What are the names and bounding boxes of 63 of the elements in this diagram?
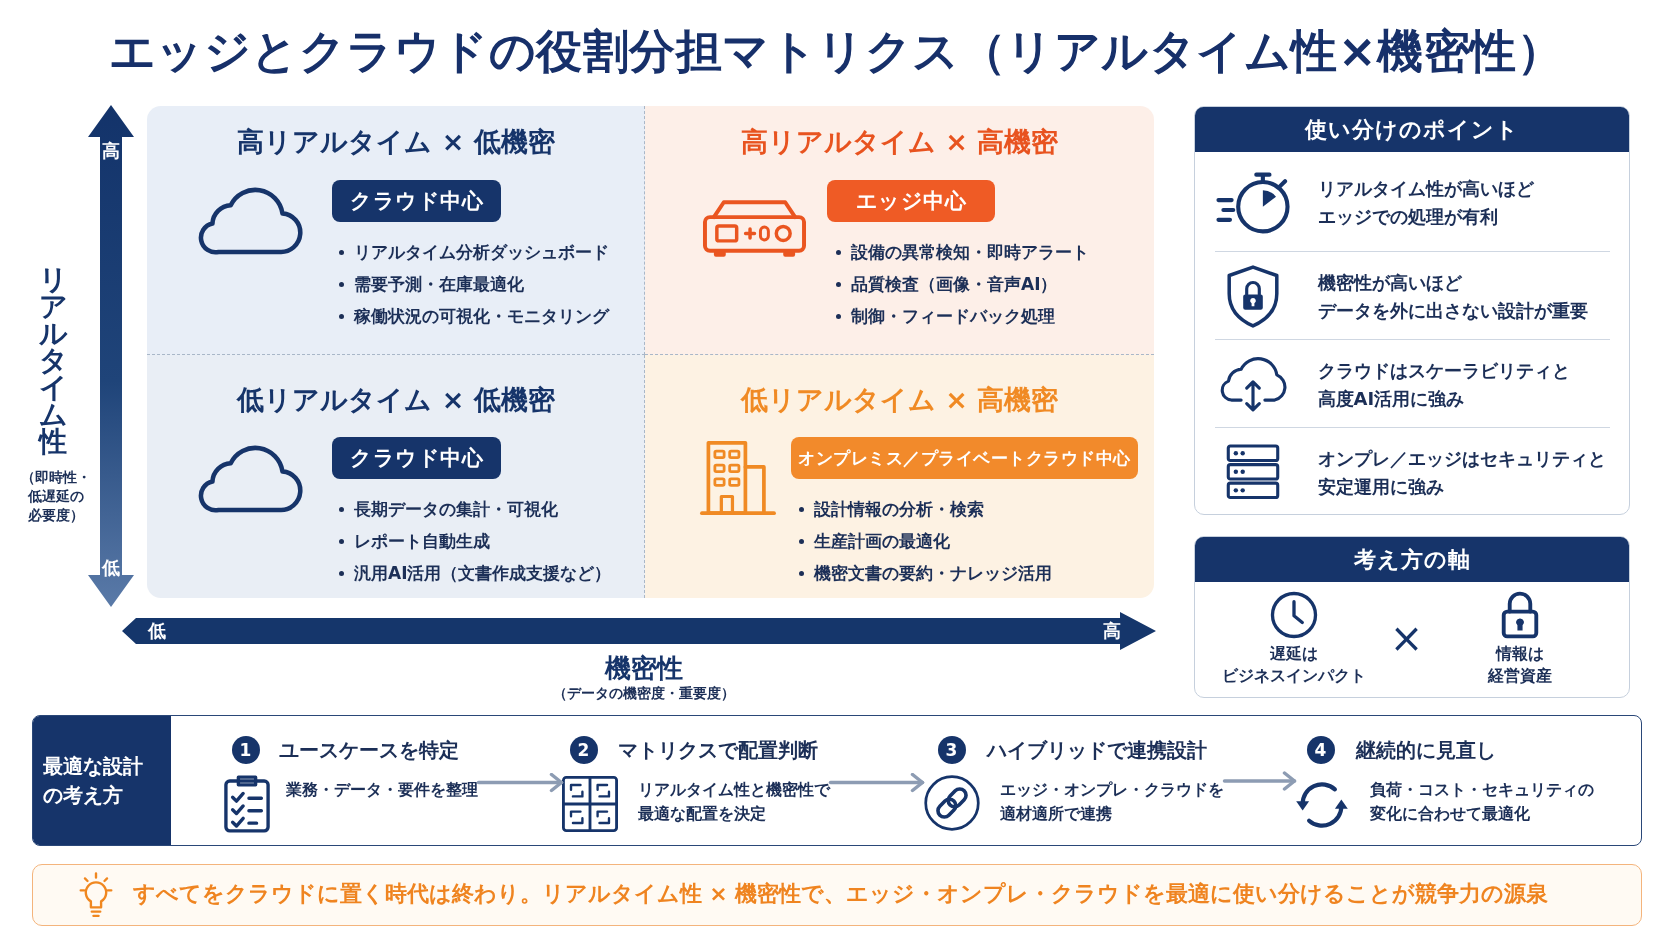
quadrant-heading: 高リアルタイム × 低機密 — [237, 125, 555, 159]
step-title: 継続的に見直し — [1355, 736, 1496, 764]
quadrant-panel — [645, 355, 1154, 598]
tip-text: リアルタイム性が高いほどエッジでの処理が有利 — [1317, 176, 1534, 229]
step-description: 業務・データ・要件を整理 — [285, 778, 478, 801]
bullet-item: 設計情報の分析・検索 — [794, 497, 984, 521]
step-description: 負荷・コスト・セキュリティの変化に合わせて最適化 — [1369, 778, 1594, 825]
step-title: ユースケースを特定 — [278, 736, 459, 764]
quadrant-panel — [645, 106, 1154, 355]
multiply-sign: × — [1389, 617, 1424, 658]
axis-subtitle: （即時性・低遅延の必要度） — [21, 467, 91, 525]
flow-arrow — [1222, 771, 1297, 791]
bullet-item: 制御・フィードバック処理 — [831, 304, 1055, 328]
axis-title: リアルタイム性 — [38, 265, 68, 455]
message-banner — [32, 864, 1642, 926]
principles-panel — [1194, 536, 1630, 698]
category-tag: オンプレミス／プライベートクラウド中心 — [791, 437, 1138, 479]
icon-caption: 遅延はビジネスインパクト — [1221, 642, 1366, 687]
bullet-item: 生産計画の最適化 — [794, 529, 950, 553]
step-description: リアルタイム性と機密性で最適な配置を決定 — [637, 778, 830, 825]
step-number: 1 — [231, 735, 260, 764]
category-tag: クラウド中心 — [332, 437, 501, 479]
step-number: 3 — [937, 735, 966, 764]
flow-arrow — [828, 772, 925, 793]
axis-label: 低 — [102, 559, 120, 577]
section-label: 最適な設計の考え方 — [33, 716, 171, 845]
step-number: 2 — [569, 735, 598, 764]
step-description: エッジ・オンプレ・クラウドを適材適所で連携 — [999, 778, 1224, 825]
quadrant-heading: 低リアルタイム × 高機密 — [740, 383, 1059, 417]
quadrant-panel — [147, 106, 645, 355]
tip-text: クラウドはスケーラビリティと高度AI活用に強み — [1317, 358, 1570, 411]
quadrant-heading: 高リアルタイム × 高機密 — [740, 125, 1059, 159]
bullet-item: 汎用AI活用（文書作成支援など） — [334, 561, 612, 585]
bullet-item: 需要予測・在庫最適化 — [334, 272, 524, 296]
bullet-item: 設備の異常検知・即時アラート — [831, 240, 1089, 264]
axis-label: 高 — [1103, 622, 1121, 640]
bullet-item: 長期データの集計・可視化 — [334, 497, 558, 521]
bullet-item: 稼働状況の可視化・モニタリング — [334, 304, 609, 328]
process-panel — [32, 715, 1642, 846]
key-message: すべてをクラウドに置く時代は終わり。リアルタイム性 × 機密性で、エッジ・オンプレ・クラウドを最適に使い分けることが競争力の源泉 — [132, 879, 1549, 908]
icon-caption: 情報は経営資産 — [1487, 642, 1552, 687]
step-title: ハイブリッドで連携設計 — [986, 736, 1207, 764]
tip-text: 機密性が高いほどデータを外に出さない設計が重要 — [1317, 270, 1588, 323]
quadrant-heading: 低リアルタイム × 低機密 — [237, 383, 555, 417]
axis-title: 機密性 — [605, 651, 683, 685]
category-tag: エッジ中心 — [827, 180, 995, 222]
page-title: エッジとクラウドの役割分担マトリクス（リアルタイム性×機密性） — [109, 23, 1563, 80]
panel-header: 使い分けのポイント — [1195, 107, 1629, 152]
bullet-item: リアルタイム分析ダッシュボード — [334, 240, 609, 264]
bullet-item: 品質検査（画像・音声AI） — [831, 272, 1058, 296]
category-tag: クラウド中心 — [332, 180, 501, 222]
axis-label: 低 — [148, 622, 166, 640]
panel-header: 考え方の軸 — [1195, 537, 1629, 582]
tip-text: オンプレ／エッジはセキュリティと安定運用に強み — [1317, 446, 1606, 499]
tips-panel — [1194, 106, 1630, 515]
bullet-item: 機密文書の要約・ナレッジ活用 — [794, 561, 1052, 585]
axis-label: 高 — [102, 142, 120, 160]
axis-subtitle: （データの機密度・重要度） — [553, 685, 735, 703]
flow-arrow — [476, 772, 564, 793]
bullet-item: レポート自動生成 — [334, 529, 490, 553]
step-number: 4 — [1306, 735, 1335, 764]
step-title: マトリクスで配置判断 — [617, 736, 818, 764]
quadrant-panel — [147, 355, 645, 598]
